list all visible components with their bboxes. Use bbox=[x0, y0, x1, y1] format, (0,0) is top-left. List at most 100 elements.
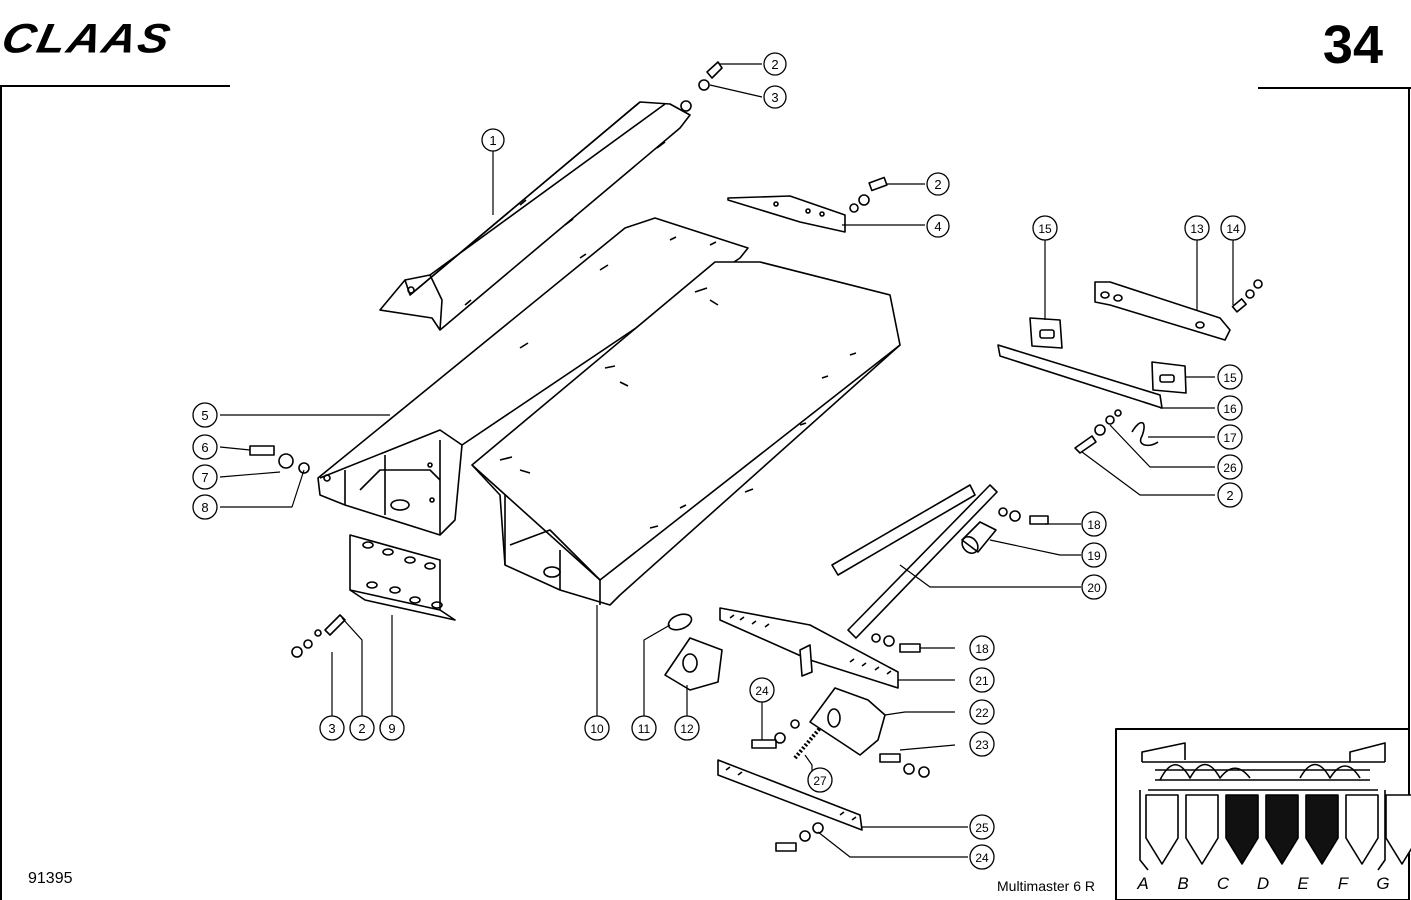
svg-text:11: 11 bbox=[638, 722, 651, 736]
svg-text:17: 17 bbox=[1223, 431, 1237, 445]
row-divider-G bbox=[1385, 794, 1411, 865]
row-divider-points bbox=[1139, 790, 1386, 871]
part-9-mounting-plate bbox=[349, 534, 456, 621]
callout-17: 17 bbox=[1217, 424, 1243, 450]
callout-3: 3 bbox=[319, 715, 345, 741]
svg-text:19: 19 bbox=[1087, 549, 1101, 563]
callout-2: 2 bbox=[349, 715, 375, 741]
callout-3: 3 bbox=[763, 85, 787, 109]
part-22-clamp bbox=[809, 687, 886, 756]
svg-text:16: 16 bbox=[1223, 402, 1237, 416]
part-19-roller bbox=[961, 521, 997, 555]
page-number: 34 bbox=[1322, 15, 1383, 75]
svg-text:8: 8 bbox=[201, 500, 208, 515]
callout-8: 8 bbox=[192, 494, 218, 520]
svg-text:15: 15 bbox=[1223, 371, 1237, 385]
callout-24: 24 bbox=[749, 677, 775, 703]
svg-text:26: 26 bbox=[1223, 461, 1237, 475]
callout-4: 4 bbox=[926, 214, 950, 238]
part-21-perforated-strip bbox=[719, 607, 899, 689]
callout-2: 2 bbox=[926, 172, 950, 196]
svg-text:2: 2 bbox=[1226, 488, 1233, 503]
model-name: Multimaster 6 R bbox=[997, 878, 1096, 894]
callout-5: 5 bbox=[192, 402, 218, 428]
callout-2: 2 bbox=[763, 52, 787, 76]
part-17-clip bbox=[1131, 421, 1159, 447]
part-20-support-arms bbox=[831, 484, 998, 639]
svg-text:13: 13 bbox=[1190, 222, 1204, 236]
row-label-G: G bbox=[1376, 874, 1389, 893]
svg-text:21: 21 bbox=[975, 674, 989, 688]
callout-15: 15 bbox=[1217, 364, 1243, 390]
svg-text:22: 22 bbox=[975, 706, 989, 720]
row-divider-D bbox=[1265, 794, 1299, 865]
callout-21: 21 bbox=[969, 667, 995, 693]
row-divider-E bbox=[1305, 794, 1339, 865]
callout-18: 18 bbox=[969, 635, 995, 661]
svg-text:14: 14 bbox=[1226, 222, 1240, 236]
part-10-main-hood bbox=[471, 261, 901, 606]
svg-text:2: 2 bbox=[934, 177, 941, 192]
svg-text:3: 3 bbox=[328, 721, 335, 736]
row-label-E: E bbox=[1297, 874, 1309, 893]
svg-text:3: 3 bbox=[771, 90, 778, 105]
svg-text:15: 15 bbox=[1038, 222, 1052, 236]
svg-text:9: 9 bbox=[388, 721, 395, 736]
part-15-plate-lower bbox=[1151, 361, 1187, 394]
callout-9: 9 bbox=[379, 715, 405, 741]
svg-text:23: 23 bbox=[975, 738, 989, 752]
svg-text:20: 20 bbox=[1087, 581, 1101, 595]
svg-text:27: 27 bbox=[813, 774, 827, 788]
callout-16: 16 bbox=[1217, 395, 1243, 421]
part-15-plate-upper bbox=[1029, 317, 1063, 349]
callout-14: 14 bbox=[1220, 215, 1246, 241]
svg-text:5: 5 bbox=[201, 408, 208, 423]
svg-text:2: 2 bbox=[358, 721, 365, 736]
svg-text:7: 7 bbox=[201, 470, 208, 485]
callout-24: 24 bbox=[969, 844, 995, 870]
fasteners bbox=[249, 61, 1263, 852]
svg-text:6: 6 bbox=[201, 440, 208, 455]
row-divider-B bbox=[1185, 794, 1219, 865]
svg-text:2: 2 bbox=[771, 57, 778, 72]
callout-2: 2 bbox=[1217, 482, 1243, 508]
svg-text:18: 18 bbox=[1087, 518, 1101, 532]
svg-text:25: 25 bbox=[975, 821, 989, 835]
row-label-B: B bbox=[1177, 874, 1188, 893]
callout-20: 20 bbox=[1081, 574, 1107, 600]
document-number: 91395 bbox=[28, 870, 73, 887]
part-12-clamp-bracket bbox=[664, 637, 723, 691]
row-label-C: C bbox=[1217, 874, 1230, 893]
part-5-left-frame bbox=[317, 217, 749, 536]
part-4-bracket bbox=[727, 195, 846, 233]
row-divider-A bbox=[1145, 794, 1179, 865]
svg-text:12: 12 bbox=[680, 722, 694, 736]
row-label-F: F bbox=[1338, 874, 1350, 893]
svg-text:18: 18 bbox=[975, 642, 989, 656]
callout-1: 1 bbox=[481, 128, 505, 152]
callout-6: 6 bbox=[192, 434, 218, 460]
svg-text:10: 10 bbox=[590, 722, 604, 736]
callout-27: 27 bbox=[807, 767, 833, 793]
svg-text:24: 24 bbox=[755, 684, 769, 698]
row-label-D: D bbox=[1257, 874, 1269, 893]
callout-13: 13 bbox=[1184, 215, 1210, 241]
callouts: 1 2 3 2 4 15 13 14 15 16 17 26 2 5 6 7 8… bbox=[192, 52, 1246, 870]
part-27-spring bbox=[793, 726, 822, 760]
svg-text:4: 4 bbox=[934, 219, 941, 234]
row-divider-C bbox=[1225, 794, 1259, 865]
part-25-lower-strip bbox=[717, 759, 863, 831]
callout-15: 15 bbox=[1032, 215, 1058, 241]
callout-23: 23 bbox=[969, 731, 995, 757]
part-1-cover-shield bbox=[379, 101, 691, 331]
callout-26: 26 bbox=[1217, 454, 1243, 480]
part-13-right-bracket bbox=[1094, 281, 1231, 341]
row-divider-F bbox=[1345, 794, 1379, 865]
svg-text:1: 1 bbox=[489, 133, 496, 148]
svg-text:24: 24 bbox=[975, 851, 989, 865]
callout-18: 18 bbox=[1081, 511, 1107, 537]
callout-19: 19 bbox=[1081, 542, 1107, 568]
callout-22: 22 bbox=[969, 699, 995, 725]
